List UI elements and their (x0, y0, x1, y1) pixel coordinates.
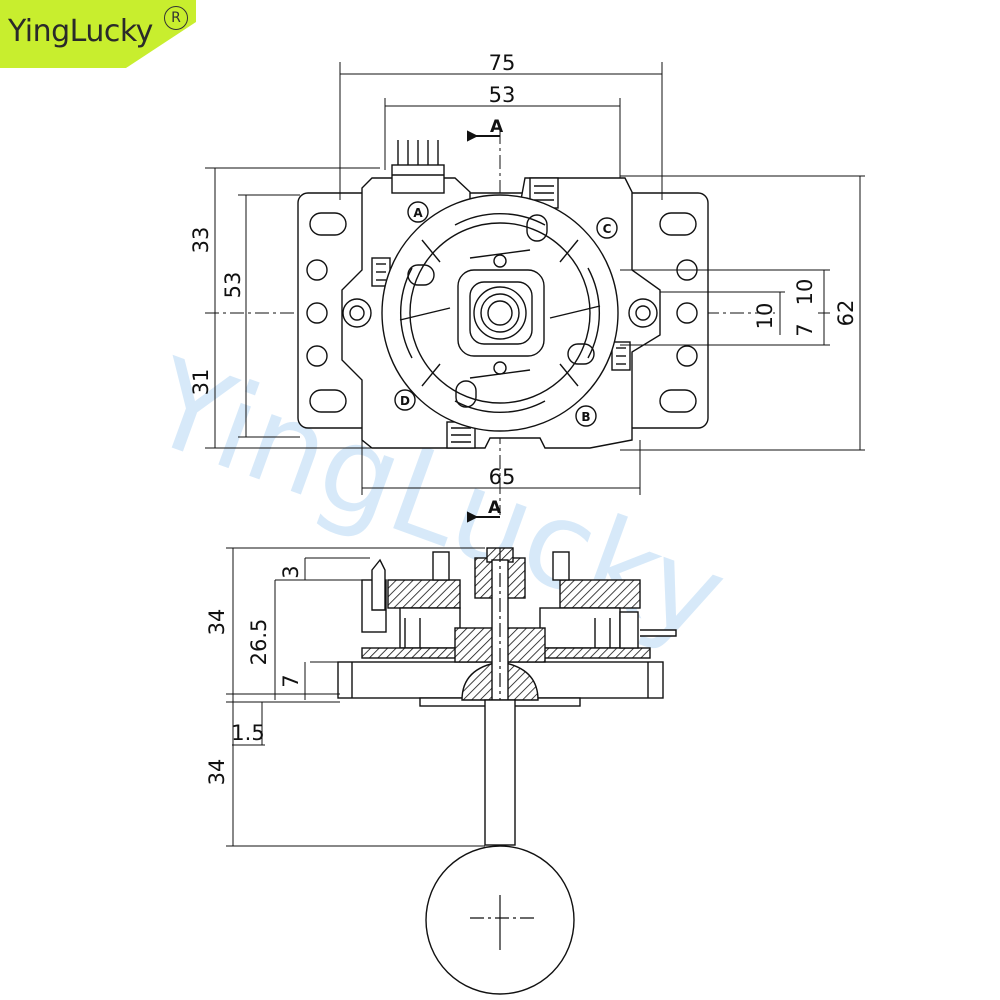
dim-side-34-upper: 34 (205, 609, 229, 636)
dim-side-7: 7 (279, 674, 303, 687)
brand-logo-badge: YingLucky R (0, 0, 196, 68)
dim-height-53: 53 (221, 272, 245, 299)
dim-height-33: 33 (189, 227, 213, 254)
top-view (205, 130, 775, 515)
section-arrow-top (467, 130, 500, 142)
dim-offset-10-inner: 10 (753, 303, 777, 330)
dim-height-31: 31 (189, 369, 213, 396)
ball-centerline (470, 548, 535, 950)
top-dimension-lines (205, 62, 865, 495)
section-mark-bottom: A (488, 498, 502, 518)
switch-label-b: B (581, 410, 590, 424)
side-view (337, 547, 677, 995)
dim-width-65: 65 (489, 465, 516, 489)
side-dimension-lines (226, 547, 485, 847)
section-arrow-bottom (467, 511, 500, 523)
dim-height-62: 62 (834, 300, 858, 327)
dim-width-75: 75 (489, 51, 516, 75)
dim-offset-10-outer: 10 (793, 279, 817, 306)
switch-label-c: C (603, 222, 612, 236)
brand-logo-text: YingLucky (8, 14, 153, 49)
section-mark-top: A (490, 117, 504, 137)
dim-side-1-5: 1.5 (231, 721, 264, 745)
registered-mark: R (164, 6, 188, 30)
dim-side-34-lower: 34 (205, 759, 229, 786)
dim-side-26-5: 26.5 (247, 619, 271, 666)
dim-width-53: 53 (489, 83, 516, 107)
dim-offset-7: 7 (793, 323, 817, 336)
switch-label-d: D (400, 394, 410, 408)
dim-side-3: 3 (279, 565, 303, 578)
switch-label-a: A (413, 206, 423, 220)
